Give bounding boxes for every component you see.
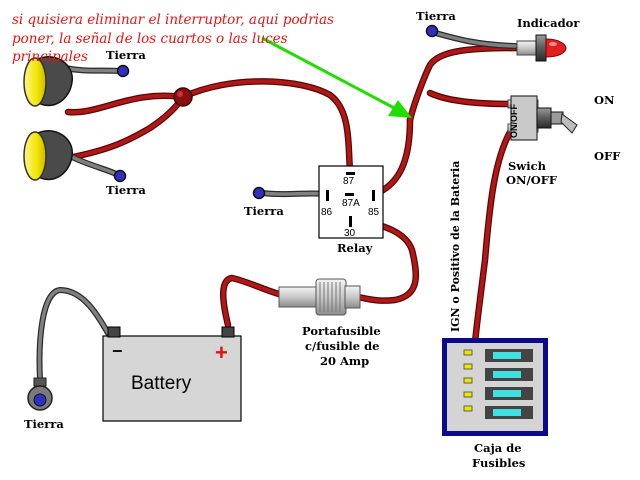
relay	[318, 165, 384, 239]
battery-label: Battery	[131, 373, 192, 394]
ground-terminal-icon	[116, 64, 130, 78]
ground-terminal-icon	[252, 186, 266, 200]
caja-label-line2: Fusibles	[472, 456, 525, 470]
relay-pin-86: 86	[321, 207, 333, 218]
wire-splice	[173, 87, 193, 107]
caja-label-line1: Caja de	[474, 441, 522, 455]
ground-terminal-icon	[425, 24, 439, 38]
switch-onoff-text: ON/OFF	[509, 104, 519, 138]
relay-pin-30: 30	[344, 228, 356, 239]
relay-pin-87a: 87A	[342, 198, 360, 209]
portafusible-line3: 20 Amp	[320, 354, 369, 368]
off-label: OFF	[594, 149, 621, 163]
headlight-icon	[23, 130, 73, 181]
tierra-label-indicator: Tierra	[416, 9, 456, 23]
relay-pin-87: 87	[343, 176, 355, 187]
tierra-label-lamp-bottom: Tierra	[106, 183, 146, 197]
tierra-label-battery: Tierra	[24, 417, 64, 431]
ground-terminal-icon	[113, 169, 127, 183]
swich-label-line2: ON/OFF	[506, 173, 558, 187]
tierra-label-relay: Tierra	[244, 204, 284, 218]
relay-label: Relay	[337, 241, 373, 255]
indicator-light	[516, 34, 567, 62]
tierra-label-lamp-top: Tierra	[106, 48, 146, 62]
fuse-holder	[278, 278, 361, 316]
arrow-icon	[261, 36, 412, 118]
ign-label: IGN o Positivo de la Bateria	[449, 161, 462, 332]
note-line-2: poner, la señal de los cuartos o las luc…	[12, 31, 288, 47]
swich-label-line1: Swich	[508, 159, 547, 173]
note-line-1: si quisiera eliminar el interruptor, aqu…	[12, 12, 334, 28]
ground-terminal-icon	[27, 377, 53, 411]
portafusible-line2: c/fusible de	[305, 339, 379, 353]
battery-minus-sign: −	[112, 341, 123, 361]
note-line-3: principales	[12, 49, 88, 65]
red-wires	[64, 44, 524, 356]
on-label: ON	[594, 93, 615, 107]
battery-plus-sign: +	[215, 340, 228, 365]
note-annotation: si quisiera eliminar el interruptor, aqu…	[12, 12, 334, 65]
relay-pin-85: 85	[368, 207, 380, 218]
headlight-icon	[23, 56, 73, 107]
portafusible-line1: Portafusible	[302, 324, 381, 338]
fuse-box	[442, 338, 548, 436]
indicador-label: Indicador	[517, 16, 580, 30]
battery	[102, 326, 242, 422]
toggle-switch	[507, 95, 578, 141]
